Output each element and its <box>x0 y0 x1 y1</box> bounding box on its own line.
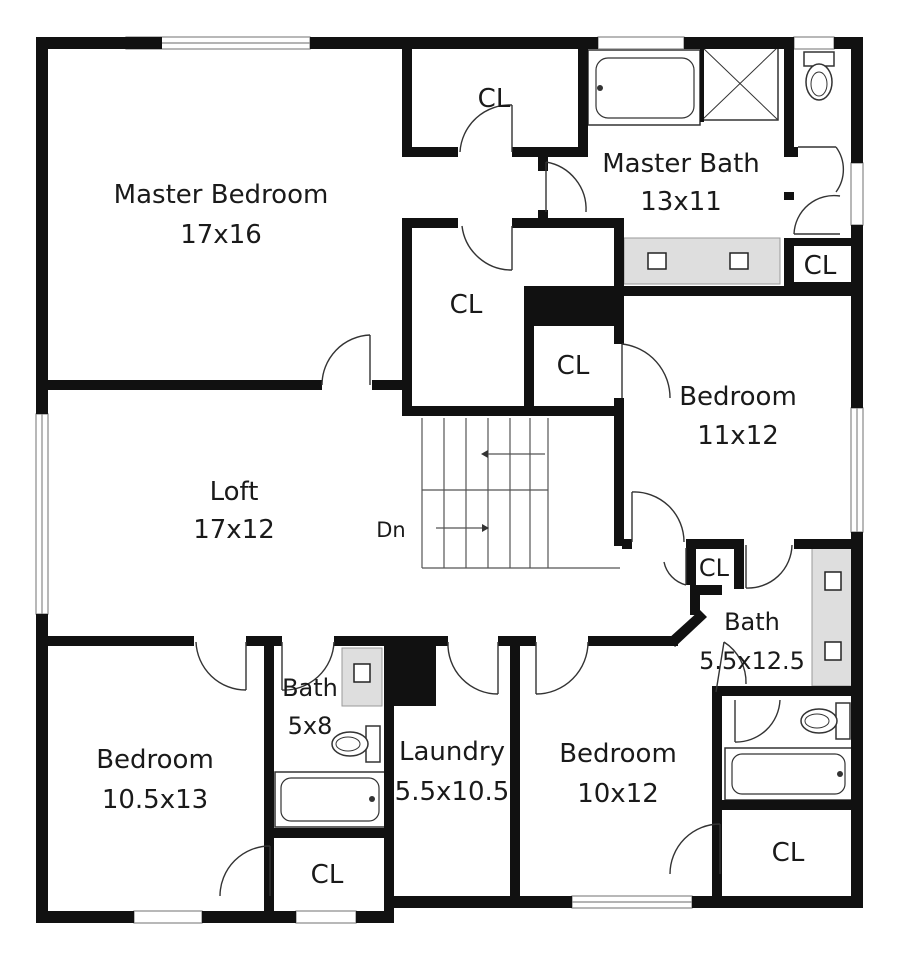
small-toilet <box>331 725 381 763</box>
master-bathtub <box>587 49 701 126</box>
small-bathtub <box>274 771 386 828</box>
east-bedroom-size: 11x12 <box>697 421 779 451</box>
east-bedroom-door <box>631 491 685 543</box>
south-bedroom-size: 10x12 <box>577 779 659 809</box>
south-bedroom-name: Bedroom <box>559 739 677 769</box>
se-closet-label: CL <box>772 838 805 868</box>
master-bath-closet-label: CL <box>804 251 837 281</box>
middle-closet-label: CL <box>450 290 483 320</box>
master-toilet <box>803 51 835 101</box>
east-bedroom-name: Bedroom <box>679 382 797 412</box>
doors <box>195 104 845 897</box>
hall-closet-door <box>663 548 687 586</box>
east-bath-sink-top <box>824 571 842 591</box>
master-bedroom-door <box>321 334 371 386</box>
top-closet-door <box>459 104 513 153</box>
small-bath-door <box>281 641 335 691</box>
walls <box>36 37 863 923</box>
east-bath-sink-bottom <box>824 641 842 661</box>
middle-closet-door <box>461 225 513 271</box>
master-shower <box>701 46 779 121</box>
master-bath-door <box>545 161 587 213</box>
master-bath-closet-door <box>793 194 841 235</box>
master-bedroom-size: 17x16 <box>180 220 262 250</box>
small-bath-vanity <box>341 647 383 707</box>
laundry-door <box>447 641 499 695</box>
east-bath-name: Bath <box>724 608 780 636</box>
master-toilet-door <box>798 146 845 193</box>
small-closet-door <box>621 343 671 399</box>
east-bath-size: 5.5x12.5 <box>699 647 805 675</box>
master-bath-sink-right <box>729 252 749 270</box>
master-bath-size: 13x11 <box>640 187 722 217</box>
east-bath-door <box>745 544 793 589</box>
east-toilet <box>800 702 851 740</box>
east-bathtub <box>724 747 853 801</box>
laundry-name: Laundry <box>399 737 505 767</box>
sw-bedroom-door <box>195 641 247 691</box>
small-bath-sink <box>353 663 371 683</box>
fixtures <box>274 46 853 828</box>
staircase <box>421 418 620 569</box>
loft-name: Loft <box>210 477 259 507</box>
top-closet-label: CL <box>478 84 511 114</box>
labels: Master Bedroom 17x16 Master Bath 13x11 C… <box>96 84 837 890</box>
east-bath-toilet-door <box>734 699 781 743</box>
small-bath-size: 5x8 <box>288 712 333 740</box>
east-bath-door-2 <box>715 641 747 693</box>
stairs-arrow-left <box>481 450 488 458</box>
master-bedroom-name: Master Bedroom <box>114 180 329 210</box>
east-bath-vanity <box>811 547 853 687</box>
south-bedroom-door <box>535 641 589 695</box>
stairs-arrow-right <box>482 524 489 532</box>
stairs-label: Dn <box>376 518 405 542</box>
sw-closet-label: CL <box>311 860 344 890</box>
loft-size: 17x12 <box>193 515 275 545</box>
master-bath-sink-left <box>647 252 667 270</box>
small-closet-label: CL <box>557 351 590 381</box>
hall-closet-label: CL <box>699 554 730 582</box>
small-bath-name: Bath <box>282 674 338 702</box>
sw-closet-door <box>219 845 271 897</box>
laundry-size: 5.5x10.5 <box>395 777 510 807</box>
se-closet-door <box>669 823 721 875</box>
sw-bedroom-size: 10.5x13 <box>102 785 208 815</box>
sw-bedroom-name: Bedroom <box>96 745 214 775</box>
master-bath-name: Master Bath <box>602 149 760 179</box>
